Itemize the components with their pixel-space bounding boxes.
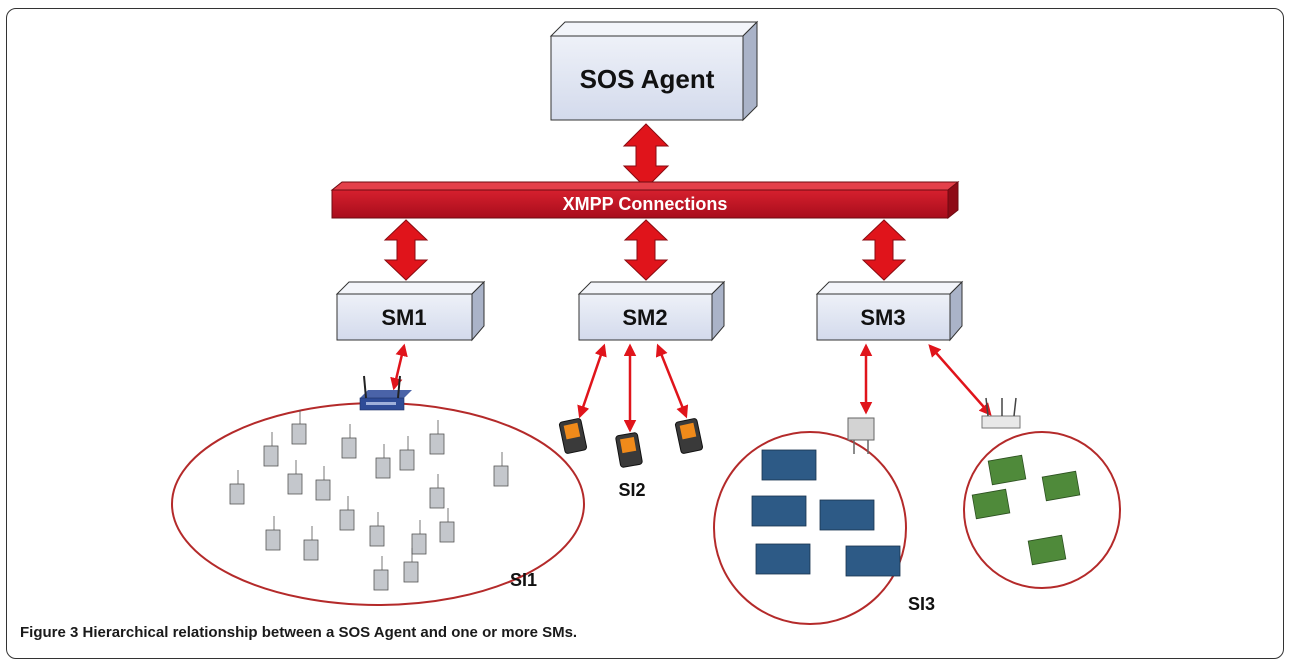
sm2-box: SM2	[577, 280, 726, 342]
sensor-node	[429, 420, 445, 455]
sm3-label: SM3	[860, 305, 905, 330]
sm3-box: SM3	[815, 280, 964, 342]
sensor-node	[229, 470, 245, 505]
sensor-board	[751, 495, 807, 527]
sm2-label: SM2	[622, 305, 667, 330]
sensor-node	[429, 474, 445, 509]
sensor-node	[399, 436, 415, 471]
sm1-label: SM1	[381, 305, 426, 330]
sensor-node	[341, 424, 357, 459]
sensor-node	[291, 410, 307, 445]
si2-label: SI2	[618, 480, 645, 500]
caption-text: Hierarchical relationship between a SOS …	[78, 624, 578, 641]
sensor-board	[819, 499, 875, 531]
si3-label: SI3	[908, 594, 935, 614]
bus-sm1-arrow	[383, 219, 429, 281]
sensor-node	[369, 512, 385, 547]
sm2-pda3-link	[655, 343, 689, 419]
sensor-board	[755, 543, 811, 575]
sensor-node	[373, 556, 389, 591]
si1-sensor-nodes	[229, 410, 509, 591]
xmpp-bus-label: XMPP Connections	[563, 194, 728, 214]
sensor-node	[303, 526, 319, 561]
agent-bus-arrow	[622, 123, 670, 189]
bus-sm3-arrow	[861, 219, 907, 281]
bus-sm2-arrow	[623, 219, 669, 281]
sm2-pda1-link	[577, 343, 607, 419]
pda-icon	[615, 432, 643, 468]
si3-right-cluster	[963, 431, 1121, 589]
sensor-node	[315, 466, 331, 501]
sensor-board	[845, 545, 901, 577]
sm1-box: SM1	[335, 280, 486, 342]
sm1-router-link	[390, 343, 408, 391]
sm3-router2-link	[928, 344, 992, 416]
sensor-node	[339, 496, 355, 531]
figure-label: Figure 3	[20, 624, 79, 641]
router-icon	[359, 375, 412, 411]
sensor-boards-blue	[751, 449, 901, 577]
sensor-board	[1027, 534, 1067, 566]
router-icon	[981, 397, 1021, 429]
sensor-board	[761, 449, 817, 481]
sensor-node	[439, 508, 455, 543]
sensor-board	[1041, 470, 1081, 502]
sos-agent-box: SOS Agent	[549, 20, 759, 122]
sensor-node	[403, 548, 419, 583]
sensor-node	[265, 516, 281, 551]
sensor-node	[287, 460, 303, 495]
pda-icon	[558, 418, 588, 454]
pda-icon	[674, 418, 704, 454]
figure-caption: Figure 3 Hierarchical relationship betwe…	[20, 624, 577, 641]
sensor-node	[375, 444, 391, 479]
gateway-icon	[847, 417, 875, 454]
si1-label: SI1	[510, 570, 537, 590]
sensor-node	[263, 432, 279, 467]
xmpp-bus: XMPP Connections	[330, 180, 960, 220]
sensor-board	[987, 454, 1027, 486]
sensor-board	[971, 488, 1011, 520]
sensor-node	[493, 452, 509, 487]
sensor-node	[411, 520, 427, 555]
sos-agent-label: SOS Agent	[580, 64, 715, 94]
si3-left-cluster	[713, 431, 907, 625]
sensor-boards-green	[971, 454, 1081, 566]
